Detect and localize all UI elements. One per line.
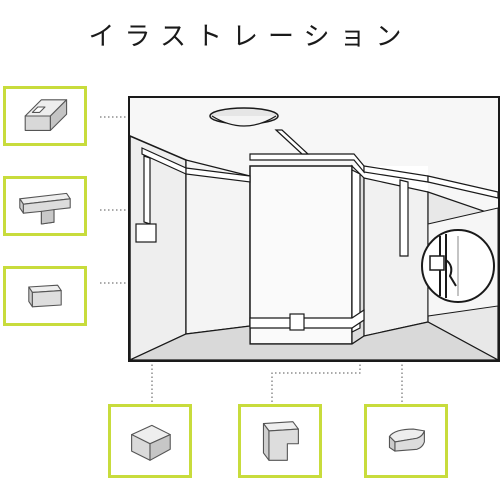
part-inside-corner [238,404,322,478]
inside-corner-icon [262,421,299,461]
part-entry-cover [364,404,448,478]
room-illustration [128,96,500,362]
tee-joint-icon [19,192,71,225]
part-end-cap [3,266,87,326]
part-tee-joint [3,176,87,236]
part-flat-elbow [3,86,87,146]
corner-elbow-icon [131,424,171,461]
end-cap-icon [28,284,62,308]
flat-elbow-icon [24,99,68,131]
entry-cover-icon [388,428,425,452]
page-title: イラストレーション [88,22,412,52]
room-drawing [128,96,500,362]
part-corner-elbow [108,404,192,478]
